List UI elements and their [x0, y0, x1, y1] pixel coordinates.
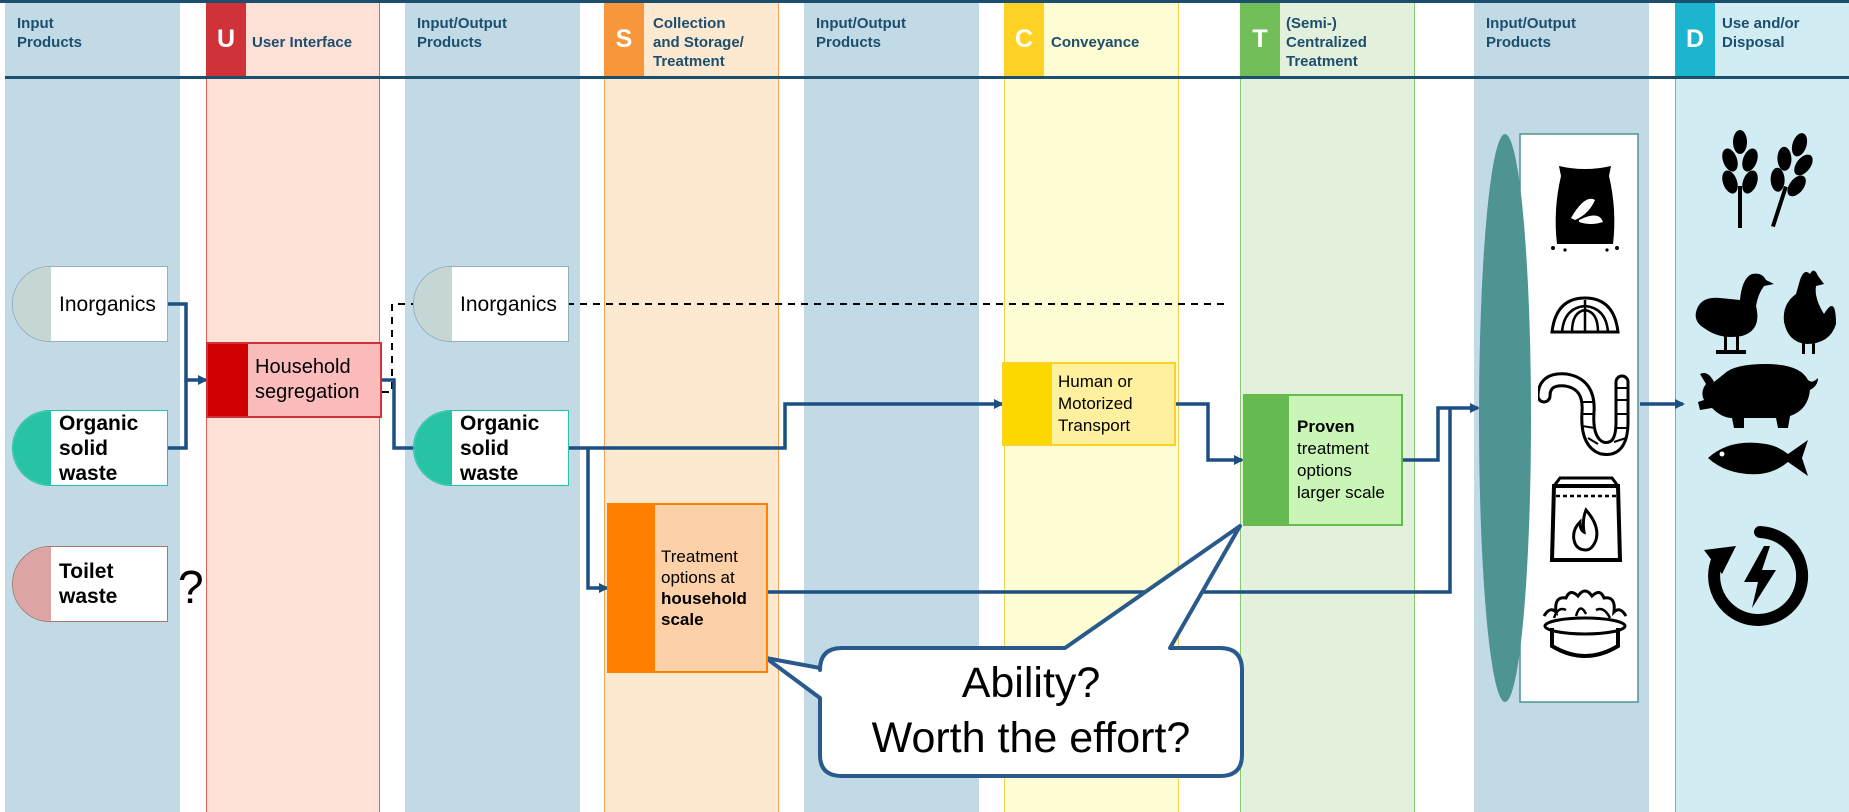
product-inorganics-output: Inorganics	[413, 266, 569, 342]
tech-transport: Human or Motorized Transport	[1002, 362, 1176, 446]
segregation-label: Household segregation	[255, 356, 360, 403]
proven-strip	[1245, 396, 1289, 524]
household-treatment-strip	[609, 505, 655, 671]
energy-recovery-icon	[1704, 526, 1809, 626]
column-input-products-1	[5, 0, 180, 812]
tech-household-segregation: Household segregation	[206, 342, 382, 418]
household-treatment-scale: household scale	[661, 589, 747, 629]
product-toilet-waste: Toilet waste	[12, 546, 168, 622]
callout-text: Ability? Worth the effort?	[822, 656, 1240, 766]
flow-organic-to-household-treatment	[586, 448, 609, 593]
callout-line-1: Ability?	[961, 659, 1101, 707]
proven-label: Proven	[1297, 417, 1355, 436]
toilet-label: Toilet waste	[59, 560, 118, 608]
header-centralized-treatment: (Semi-) Centralized Treatment	[1286, 15, 1367, 70]
badge-collection-storage: S	[604, 3, 644, 76]
transport-strip	[1004, 364, 1052, 444]
crops-icon	[1722, 130, 1813, 228]
header-top-line	[0, 0, 1849, 3]
proven-description: treatment options larger scale	[1297, 439, 1385, 502]
flow-household-to-outputs	[767, 408, 1452, 594]
dashed-inorganics-flow	[382, 303, 1230, 393]
poultry-icon	[1695, 270, 1836, 354]
proven-text: Proven treatment options larger scale	[1297, 396, 1385, 524]
tech-proven-treatment: Proven treatment options larger scale	[1243, 394, 1403, 526]
household-treatment-text: Treatment options at household scale	[661, 505, 747, 671]
output-cylinder	[1479, 134, 1531, 702]
compost-bag-icon	[1551, 166, 1619, 252]
badge-use-disposal: D	[1675, 3, 1715, 76]
pig-icon	[1698, 364, 1818, 428]
column-input-output-1	[405, 0, 580, 812]
worm-icon	[1538, 372, 1630, 456]
badge-user-interface: U	[206, 3, 246, 76]
household-treatment-prefix: Treatment options at	[661, 547, 738, 587]
header-input-output-3: Input/Output Products	[1486, 15, 1576, 51]
header-conveyance: Conveyance	[1051, 34, 1140, 51]
callout-line-2: Worth the effort?	[871, 714, 1191, 762]
callout-bubble	[764, 524, 1244, 778]
flow-proven-to-outputs	[1403, 403, 1480, 462]
transport-label: Human or Motorized Transport	[1058, 372, 1133, 435]
header-input-products-1: Input Products	[17, 15, 83, 51]
header-user-interface: User Interface	[252, 34, 353, 51]
larva-icon	[1550, 296, 1620, 334]
inorganics-2-label: Inorganics	[460, 292, 557, 316]
flow-conveyance-to-proven	[1176, 402, 1244, 465]
badge-centralized-treatment: T	[1240, 3, 1280, 76]
header-input-output-2: Input/Output Products	[816, 15, 906, 51]
product-inorganics-input: Inorganics	[12, 266, 168, 342]
product-organic-output: Organic solid waste	[413, 410, 569, 486]
product-organic-input: Organic solid waste	[12, 410, 168, 486]
segregation-strip	[208, 344, 248, 416]
biogas-flame-icon	[1542, 589, 1628, 658]
column-collection-storage	[604, 0, 779, 812]
flow-organic-to-segregation	[168, 380, 188, 450]
flow-organic-to-conveyance	[569, 399, 1004, 450]
fuel-briquette-icon	[1549, 476, 1623, 562]
fish-icon	[1708, 440, 1808, 476]
question-mark: ?	[178, 561, 204, 613]
badge-conveyance: C	[1004, 3, 1044, 76]
header-collection-storage: Collection and Storage/ Treatment	[653, 15, 744, 70]
tech-household-treatment: Treatment options at household scale	[607, 503, 768, 673]
flow-inorganics-to-segregation	[168, 302, 208, 385]
header-input-output-1: Input/Output Products	[417, 15, 507, 51]
inorganics-label: Inorganics	[59, 292, 156, 316]
header-use-disposal: Use and/or Disposal	[1722, 15, 1800, 51]
organic-2-label: Organic solid waste	[460, 411, 540, 485]
header-separator	[5, 76, 1849, 79]
organic-label: Organic solid waste	[59, 411, 139, 485]
